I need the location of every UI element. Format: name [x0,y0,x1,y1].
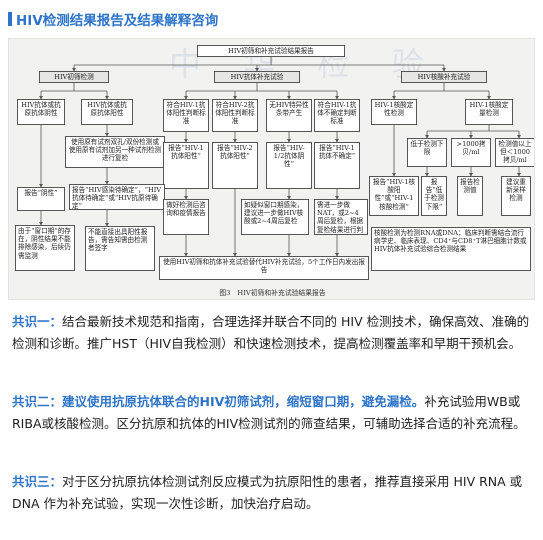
flow-box-report-indeterminate: 报告“HIV-1抗体不确定” [314,142,360,189]
flow-box-report-low: 报告“低于检测下限” [421,176,447,216]
flow-box-hiv2-positive-criteria: 符合HIV-2抗体阳性判断标准 [212,99,258,132]
flow-box-mid: 检测值以上但＜1000拷贝/ml [495,138,534,167]
flow-box-low: 低于检测下限 [407,138,447,167]
flow-box-report-value: 报告检测值 [457,176,483,216]
flowchart-figure: 中 华 检 验 [8,38,535,300]
figure-caption: 图3 HIV初筛和补充试验结果报告 [219,289,326,297]
flow-box-retest: 使用原有试剂双孔/双份检测或使用原有试剂加另一种试剂检测进行复检 [65,136,165,168]
flow-box-report-negative: 报告“HIV-1/2抗体阴性” [266,142,312,189]
consensus-label-1: 共识一： [12,314,63,329]
flow-box-hiv1-positive-criteria: 符合HIV-1抗体阳性判断标准 [163,99,209,132]
consensus-label-2: 共识二： [12,394,63,409]
flow-box-report-neg: 报告“阴性” [17,187,65,211]
section-header: HIV检测结果报告及结果解释咨询 [0,0,543,34]
section-title: HIV检测结果报告及结果解释咨询 [16,13,219,29]
consensus-text-1: 结合最新技术规范和指南，合理选择并联合不同的 HIV 检测技术，确保高效、准确的… [12,314,530,351]
flow-box-report-hiv2-positive: 报告“HIV-2抗体阳性” [212,142,258,189]
flow-box-cannot-report: 不能直接出具阳性报告，需告知需由检测者签字 [85,226,155,271]
flow-box-screen-positive: HIV抗体或抗原抗体阳性 [81,99,133,125]
flow-box-report-pending: 报告“HIV感染待确定”，“HIV抗体待确定”或“HIV抗原待确定” [69,184,165,210]
flow-box-gt1000: >1000拷贝/ml [451,138,491,167]
flow-box-resample: 建议重新采样检测 [501,176,531,216]
flow-box-nucleic-quantitative: HIV-1核酸定量检测 [465,99,513,125]
flow-box-further: 需进一步做NAT，或2~4周后复检，根据复检结果进行判断 [314,199,368,235]
flow-box-report-hiv1-positive: 报告“HIV-1抗体阳性” [163,142,209,189]
flow-box-no-bands: 无HIV特异性条带产生 [266,99,312,132]
flow-box-nucleic: HIV核酸补充试验 [401,71,487,83]
consensus-text-3: 对于区分抗原抗体检测试剂反应模式为抗原阳性的患者，推荐直接采用 HIV RNA … [12,474,523,511]
flowchart-connectors [39,57,521,257]
consensus-point-2: 共识二：建议使用抗原抗体联合的HIV初筛试剂，缩短窗口期，避免漏检。补充试验用W… [12,391,532,435]
consensus-point-1: 共识一：结合最新技术规范和指南，合理选择并联合不同的 HIV 检测技术，确保高效… [12,311,532,355]
flow-box-consult: 做好检测后咨询和疫情报告 [163,199,209,235]
consensus-text-2: 补充试验用WB或RIBA或核酸检测。区分抗原和抗体的HIV检测试剂的筛查结果，可… [12,394,526,431]
flow-box-nucleic-note: 核酸检测为检测RNA或DNA；临床判断需结合流行病学史、临床表现、CD4⁺与CD… [371,227,531,271]
flow-box-screen: HIV初筛检测 [39,71,109,83]
flow-box-antibody: HIV抗体补充试验 [214,71,300,83]
flow-box-top: HIV初筛和补充试验结果报告 [197,45,345,57]
header-accent-bar [8,12,12,26]
flow-box-indeterminate-criteria: 符合HIV-1抗体不确定判断标准 [314,99,360,132]
consensus-label-3: 共识三： [12,474,63,489]
flow-box-window: 由于“窗口期”的存在，阴性结果不能排除感染，后续仍需监测 [15,225,75,271]
flow-box-final: 使用HIV初筛和抗体补充试验替代HIV补充试验，5个工作日内发出报告 [159,256,369,280]
flow-box-screen-negative: HIV抗体或抗原抗体阴性 [17,99,65,125]
consensus-point-3: 共识三：对于区分抗原抗体检测试剂反应模式为抗原阳性的患者，推荐直接采用 HIV … [12,471,532,515]
flow-box-suspect: 如疑似窗口期感染，建议进一步做HIV核酸或2~4周后复检 [241,199,309,235]
flow-box-report-nucleic-positive: 报告“HIV-1核酸阳性”或“HIV-1核酸检测” [369,176,419,216]
consensus-highlight-2: 建议使用抗原抗体联合的HIV初筛试剂，缩短窗口期，避免漏检。 [62,394,425,409]
flow-box-nucleic-qualitative: HIV-1核酸定性检测 [371,99,417,125]
